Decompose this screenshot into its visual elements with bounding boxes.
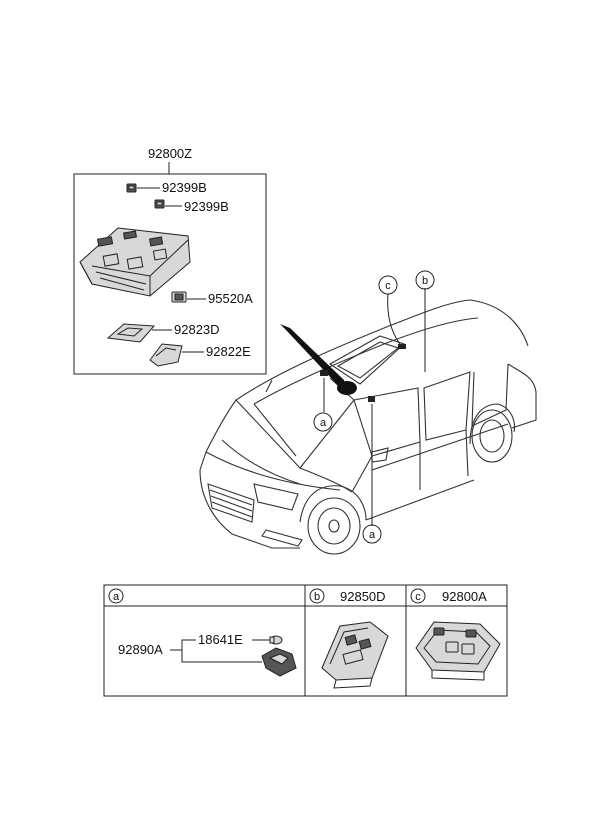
- svg-text:c: c: [385, 280, 391, 292]
- clip-lower-icon: [154, 199, 165, 209]
- detail-header-a: a: [108, 588, 124, 604]
- lamp-socket-icon: [261, 647, 297, 677]
- callout-c: c: [378, 275, 398, 295]
- label-92822e: 92822E: [206, 344, 251, 359]
- callout-a-lower: a: [362, 524, 382, 544]
- detail-header-c: c: [410, 588, 426, 604]
- map-lamp-92850d-icon: [321, 621, 389, 689]
- sedan-illustration: [199, 299, 537, 555]
- assembly-box: [73, 173, 267, 375]
- svg-text:c: c: [415, 591, 421, 603]
- callout-b: b: [415, 270, 435, 290]
- leader-callout-c: [387, 293, 401, 345]
- svg-text:b: b: [422, 275, 428, 287]
- clip-upper-icon: [126, 183, 137, 193]
- detail-a-child-label: 18641E: [198, 632, 243, 647]
- car-part-c: [398, 344, 406, 349]
- detail-number-b: 92850D: [340, 589, 386, 604]
- car-part-a2: [368, 396, 375, 402]
- callout-a-upper: a: [313, 412, 333, 432]
- detail-number-c: 92800A: [442, 589, 487, 604]
- svg-text:b: b: [314, 591, 320, 603]
- label-92399b-lower: 92399B: [184, 199, 229, 214]
- assembly-number-label: 92800Z: [148, 146, 192, 161]
- overhead-console-icon: [79, 227, 191, 297]
- detail-a-bracket-lower: [181, 650, 262, 663]
- label-92823d: 92823D: [174, 322, 220, 337]
- svg-text:a: a: [113, 591, 120, 603]
- pointer-arrow-tip: [337, 381, 357, 395]
- lamp-housing-icon: [149, 343, 183, 367]
- label-92399b-upper: 92399B: [162, 180, 207, 195]
- svg-text:a: a: [320, 417, 327, 429]
- room-lamp-92800a-icon: [415, 621, 501, 681]
- switch-icon: [171, 291, 187, 303]
- detail-a-bracket-upper: [170, 639, 196, 651]
- bulb-icon: [269, 635, 283, 645]
- svg-text:a: a: [369, 529, 376, 541]
- car-part-a1: [320, 370, 328, 376]
- detail-a-parent-label: 92890A: [118, 642, 163, 657]
- lens-icon: [106, 323, 156, 343]
- label-95520a: 95520A: [208, 291, 253, 306]
- detail-header-b: b: [309, 588, 325, 604]
